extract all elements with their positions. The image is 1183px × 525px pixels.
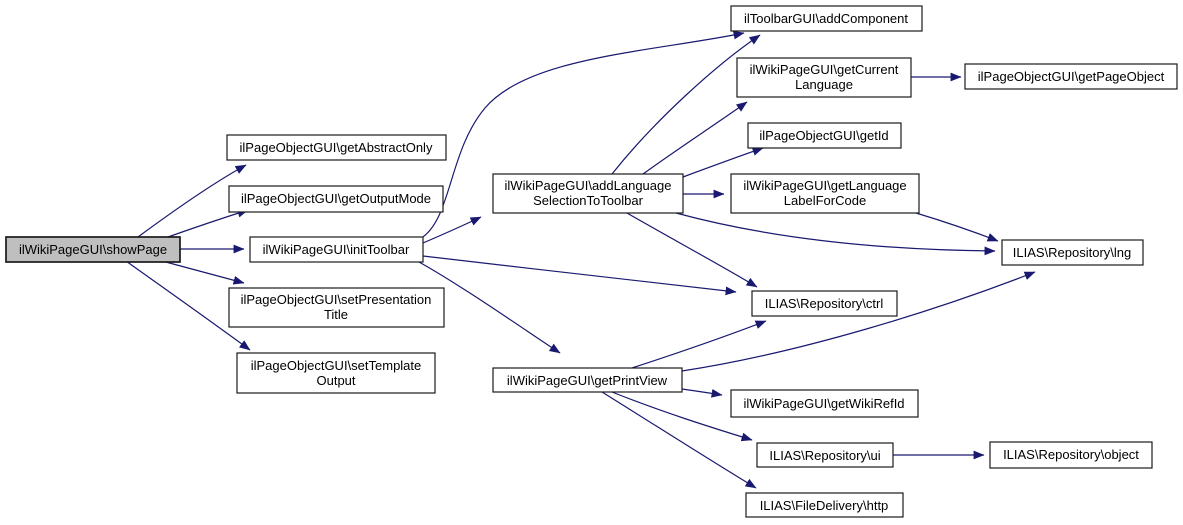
node-box <box>756 442 894 468</box>
edge-getprintview-ctrl <box>631 320 767 369</box>
edge-showpage-setpresentationtitle <box>161 260 245 285</box>
node-getprintview[interactable]: ilWikiPageGUI\getPrintView <box>492 367 683 393</box>
node-box <box>228 287 445 328</box>
node-ui[interactable]: ILIAS\Repository\ui <box>756 442 894 468</box>
node-label: ILIAS\FileDelivery\http <box>760 498 889 513</box>
node-box <box>492 367 683 393</box>
node-box <box>236 352 436 394</box>
edge-showpage-getabstractonly <box>137 164 247 238</box>
node-box <box>745 492 904 518</box>
edge-inittoolbar-ctrl <box>422 255 737 296</box>
node-label: ilWikiPageGUI\getWikiRefId <box>743 396 904 411</box>
node-box <box>228 185 444 213</box>
node-box <box>964 63 1178 90</box>
node-addlanguage[interactable]: ilWikiPageGUI\addLanguage SelectionToToo… <box>492 173 684 214</box>
edge-inittoolbar-getprintview <box>418 261 561 354</box>
node-http[interactable]: ILIAS\FileDelivery\http <box>745 492 904 518</box>
node-label: ilPageObjectGUI\getAbstractOnly <box>240 140 433 155</box>
node-ctrl[interactable]: ILIAS\Repository\ctrl <box>751 290 898 317</box>
node-box <box>1001 239 1144 266</box>
node-inittoolbar[interactable]: ilWikiPageGUI\initToolbar <box>249 236 424 263</box>
node-label: Output <box>316 373 355 388</box>
node-box <box>730 173 920 214</box>
node-lng[interactable]: ILIAS\Repository\lng <box>1001 239 1144 266</box>
node-getabstractonly[interactable]: ilPageObjectGUI\getAbstractOnly <box>226 134 447 161</box>
node-addcomponent[interactable]: ilToolbarGUI\addComponent <box>730 5 923 32</box>
edge-showpage-getoutputmode <box>167 208 249 238</box>
node-getwikirefid[interactable]: ilWikiPageGUI\getWikiRefId <box>730 389 919 418</box>
node-label: ilToolbarGUI\addComponent <box>744 11 908 26</box>
node-getpageobject[interactable]: ilPageObjectGUI\getPageObject <box>964 63 1178 90</box>
edge-getprintview-getwikirefid <box>681 388 723 398</box>
node-label: ilPageObjectGUI\getPageObject <box>978 69 1165 84</box>
node-label: ILIAS\Repository\ui <box>769 448 880 463</box>
node-label: ilWikiPageGUI\getCurrent <box>750 62 899 77</box>
node-label: ilWikiPageGUI\getPrintView <box>507 373 668 388</box>
node-label: Language <box>795 77 853 92</box>
node-setpresentationtitle[interactable]: ilPageObjectGUI\setPresentation Title <box>228 287 445 328</box>
node-box <box>747 122 902 149</box>
node-label: LabelForCode <box>784 193 866 208</box>
node-label: ILIAS\Repository\lng <box>1013 245 1132 260</box>
node-box <box>249 236 424 263</box>
node-label: ilWikiPageGUI\initToolbar <box>263 242 410 257</box>
node-box <box>989 441 1153 469</box>
node-box <box>730 5 923 32</box>
node-showpage[interactable]: ilWikiPageGUI\showPage <box>5 236 181 263</box>
node-label: ILIAS\Repository\ctrl <box>765 296 884 311</box>
node-label: ilPageObjectGUI\setPresentation <box>241 292 432 307</box>
node-getlanguagelabel[interactable]: ilWikiPageGUI\getLanguage LabelForCode <box>730 173 920 214</box>
node-box <box>5 236 181 263</box>
node-label: ilPageObjectGUI\getOutputMode <box>241 191 431 206</box>
edge-addlanguage-getcurrentlanguage <box>642 101 748 175</box>
edge-layer <box>125 30 1036 489</box>
node-label: ilWikiPageGUI\showPage <box>19 242 167 257</box>
edge-addlanguage-addcomponent <box>611 34 761 175</box>
node-label: ilWikiPageGUI\getLanguage <box>743 178 906 193</box>
node-box <box>730 389 919 418</box>
edge-addlanguage-ctrl <box>626 212 758 288</box>
node-box <box>492 173 684 214</box>
node-label: ILIAS\Repository\object <box>1003 447 1139 462</box>
edge-inittoolbar-addlanguage <box>422 216 482 244</box>
node-label: ilPageObjectGUI\getId <box>759 128 888 143</box>
node-label: ilWikiPageGUI\addLanguage <box>505 178 672 193</box>
node-box <box>226 134 447 161</box>
edge-getprintview-http <box>601 391 757 489</box>
node-box <box>751 290 898 317</box>
node-object[interactable]: ILIAS\Repository\object <box>989 441 1153 469</box>
node-label: ilPageObjectGUI\setTemplate <box>251 358 422 373</box>
edge-getlanguagelabel-lng <box>915 212 999 242</box>
node-settemplateoutput[interactable]: ilPageObjectGUI\setTemplate Output <box>236 352 436 394</box>
edge-inittoolbar-addcomponent <box>419 30 745 240</box>
node-box <box>736 57 912 98</box>
edge-showpage-settemplateoutput <box>125 260 251 351</box>
edge-getprintview-lng <box>681 271 1036 372</box>
edge-addlanguage-lng <box>675 212 996 256</box>
edge-getprintview-ui <box>611 391 753 442</box>
node-label: SelectionToToolbar <box>533 193 644 208</box>
node-getid[interactable]: ilPageObjectGUI\getId <box>747 122 902 149</box>
node-getcurrentlanguage[interactable]: ilWikiPageGUI\getCurrent Language <box>736 57 912 98</box>
edge-addlanguage-getid <box>682 147 764 178</box>
node-label: Title <box>324 307 348 322</box>
node-getoutputmode[interactable]: ilPageObjectGUI\getOutputMode <box>228 185 444 213</box>
node-layer: ilWikiPageGUI\showPage ilPageObjectGUI\g… <box>5 5 1178 518</box>
